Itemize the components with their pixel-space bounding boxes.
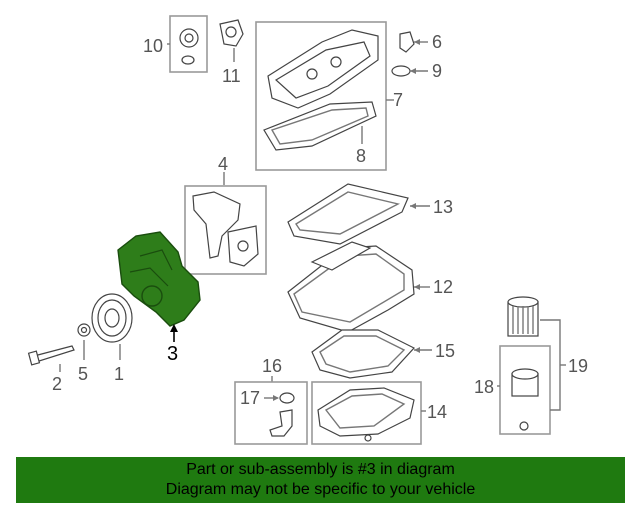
part-11-group: 11: [219, 19, 244, 86]
callout-13: 13: [433, 197, 453, 217]
callout-4: 4: [218, 154, 228, 174]
part-12-group: 12: [287, 241, 453, 333]
part-14-group: 14: [311, 381, 447, 445]
banner-line-2: Diagram may not be specific to your vehi…: [165, 481, 476, 498]
part-18-box: [499, 345, 551, 435]
part-15-group: 15: [311, 329, 455, 379]
callout-15: 15: [435, 341, 455, 361]
part-14-box: [311, 381, 422, 445]
part-6-group: 6: [399, 31, 442, 53]
part-16-box: [234, 381, 308, 445]
part-4-group: 4: [184, 154, 267, 275]
callout-19: 19: [568, 356, 588, 376]
valve-cover-box: [255, 21, 387, 171]
callout-17: 17: [240, 388, 260, 408]
part-13-group: 13: [287, 183, 453, 245]
callout-16: 16: [262, 356, 282, 376]
part-4-box: [184, 185, 267, 275]
callout-18: 18: [474, 377, 494, 397]
callout-8: 8: [356, 146, 366, 166]
banner-line-1: Part or sub-assembly is #3 in diagram: [186, 461, 455, 478]
callout-14: 14: [427, 402, 447, 422]
callout-9: 9: [432, 61, 442, 81]
callout-1: 1: [114, 364, 124, 384]
callout-6: 6: [432, 32, 442, 52]
part-1-group: 1: [91, 293, 133, 384]
parts-diagram: 10 11 7 8 6 9 4: [27, 15, 588, 445]
part-9-group: 9: [391, 61, 442, 81]
callout-12: 12: [433, 277, 453, 297]
part-10-group: 10: [143, 15, 208, 73]
part-3-group: 3: [117, 231, 201, 365]
valve-cover-group: 7 8: [255, 21, 403, 171]
part-3-highlight: [117, 231, 201, 327]
callout-3: 3: [167, 343, 178, 365]
callout-2: 2: [52, 374, 62, 394]
callout-7: 7: [393, 90, 403, 110]
info-banner: Part or sub-assembly is #3 in diagram Di…: [16, 457, 625, 503]
part-5-group: 5: [77, 323, 91, 384]
callout-5: 5: [78, 364, 88, 384]
part-16-group: 16 17: [234, 356, 308, 445]
part-19-group: 18 19: [474, 296, 588, 435]
callout-11: 11: [222, 66, 241, 86]
callout-10: 10: [143, 36, 163, 56]
part-2-group: 2: [27, 345, 75, 394]
